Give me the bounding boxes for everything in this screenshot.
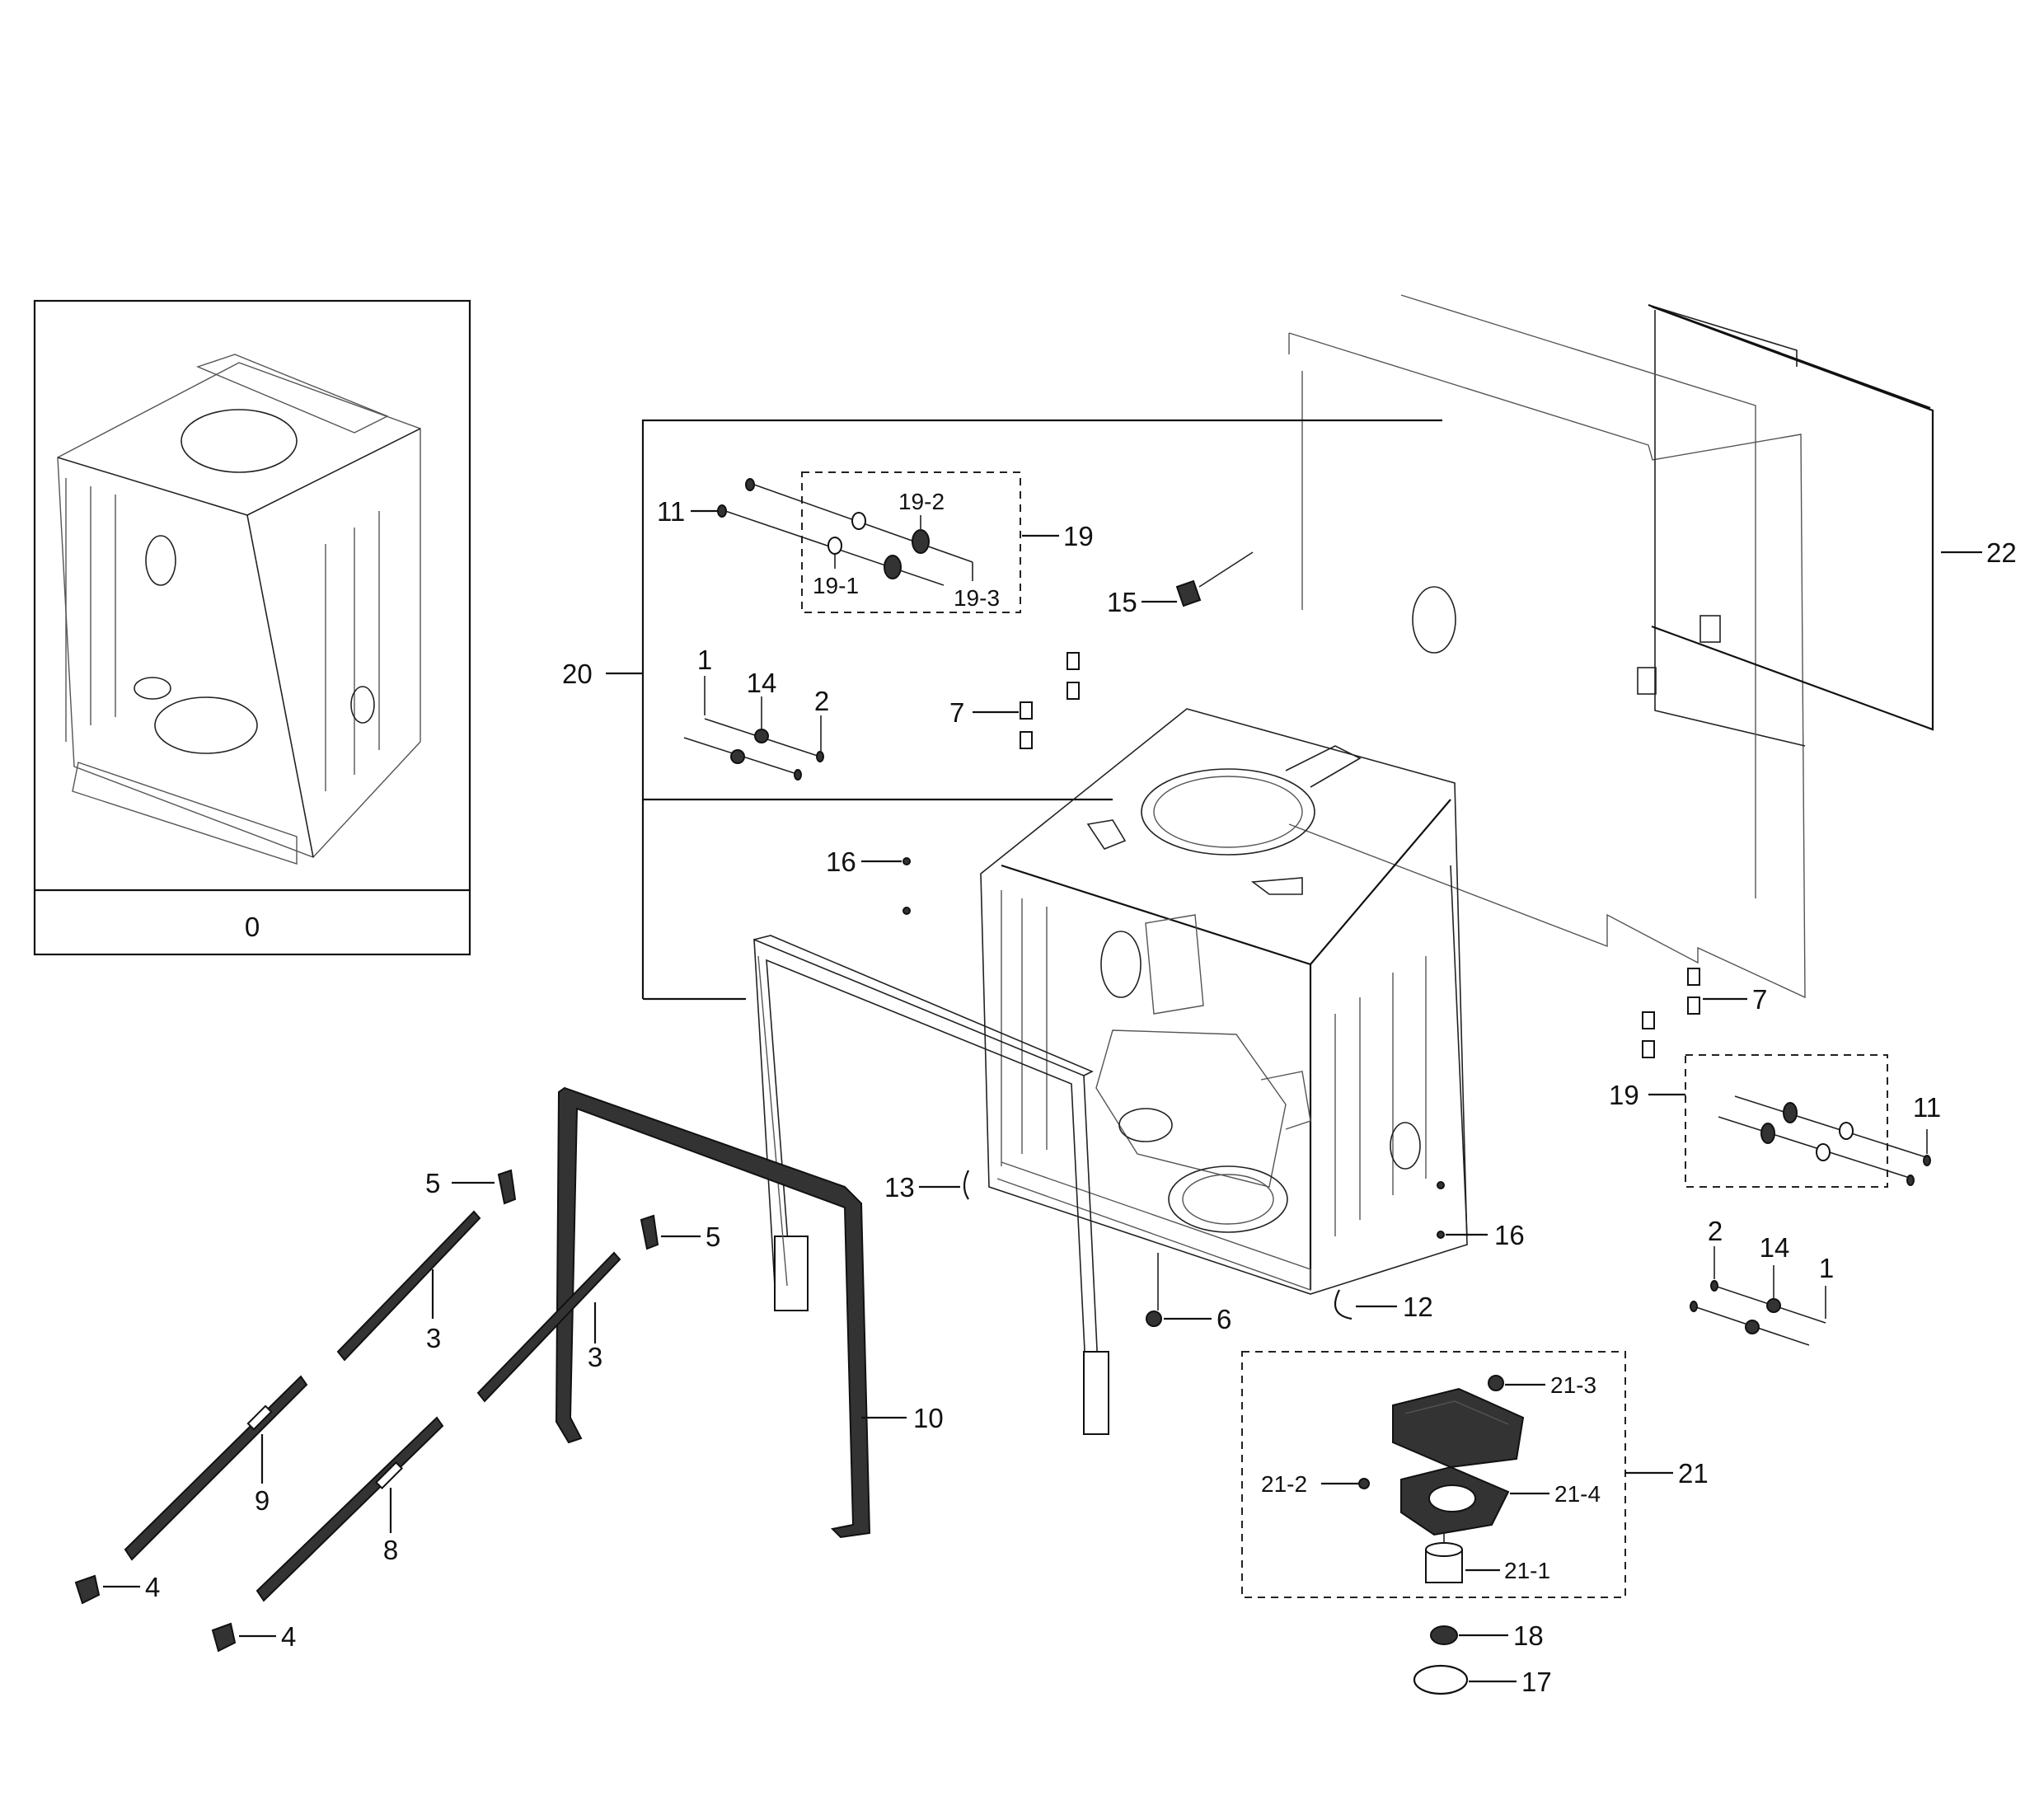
assembly-inset: 0 [33,299,471,956]
label-6: 6 [1217,1304,1231,1334]
label-11b: 11 [1913,1092,1941,1123]
label-13: 13 [884,1172,915,1203]
label-19-1: 19-1 [813,573,859,598]
label-21: 21 [1678,1458,1709,1489]
label-22: 22 [1986,537,2017,568]
part-4-cap-upper: 4 [74,1572,160,1605]
label-19-3: 19-3 [954,585,1000,611]
label-1a: 1 [697,645,712,675]
label-16b: 16 [1494,1220,1525,1250]
label-0: 0 [245,912,260,942]
part-12: 12 [1334,1289,1433,1322]
hardware-upper-1-14-2: 1 14 2 [683,645,829,781]
label-19b: 19 [1609,1080,1639,1110]
label-1b: 1 [1819,1253,1834,1283]
label-21-1: 21-1 [1504,1558,1550,1583]
part-3-rail-right: 3 [476,1251,621,1403]
part-7-lower: 7 [1642,968,1767,1058]
part-18: 18 [1430,1620,1544,1651]
label-4a: 4 [145,1572,160,1602]
label-21-2: 21-2 [1261,1471,1307,1497]
part-13: 13 [884,1170,969,1203]
part-4-cap-lower: 4 [211,1621,296,1653]
label-18: 18 [1513,1620,1544,1651]
main-tub [980,708,1468,1295]
hardware-lower-2-14-1: 2 14 1 [1690,1216,1834,1346]
label-17: 17 [1521,1667,1552,1697]
part-15: 15 [1107,551,1254,617]
inset-tub-drawing [57,354,421,865]
label-14b: 14 [1760,1232,1790,1263]
label-7b: 7 [1752,984,1767,1015]
label-15: 15 [1107,587,1137,617]
part-7-upper: 7 [949,652,1080,749]
part-16-right: 16 [1437,1181,1525,1250]
part-3-rail-left: 3 [336,1210,481,1362]
label-5b: 5 [706,1222,720,1252]
part-5-clip-left: 5 [425,1168,517,1205]
part-22-outer-panel [1288,294,1806,999]
label-16a: 16 [826,846,856,877]
group-19-upper: 19 11 19-2 19-1 19-3 [657,471,1094,613]
group-19-lower: 19 11 [1609,1054,1941,1188]
label-7a: 7 [949,697,964,728]
label-3b: 3 [588,1342,602,1372]
label-9: 9 [255,1485,270,1516]
part-10-gasket: 10 [555,1086,944,1539]
part-22-back-sheet [1648,303,1934,731]
group-21-pump: 21 21-3 21-4 21-2 21-1 [1241,1351,1709,1598]
label-21-4: 21-4 [1554,1481,1601,1507]
part-9-rail: 9 [124,1375,308,1561]
label-4b: 4 [281,1621,296,1652]
part-5-clip-right: 5 [640,1214,720,1252]
label-12: 12 [1403,1292,1433,1322]
part-8-rail: 8 [256,1416,444,1602]
label-8: 8 [383,1535,398,1565]
label-14a: 14 [747,668,777,698]
label-3a: 3 [426,1323,441,1353]
label-2b: 2 [1708,1216,1723,1246]
door-frame [753,935,1109,1435]
label-21-3: 21-3 [1550,1372,1596,1398]
part-17: 17 [1413,1664,1552,1697]
label-19a: 19 [1063,521,1094,551]
label-2a: 2 [814,686,829,716]
label-10: 10 [913,1403,944,1433]
bracket-20: 20 [562,419,1442,1001]
label-5a: 5 [425,1168,440,1198]
label-11a: 11 [657,496,685,527]
part-6: 6 [1146,1253,1231,1334]
label-20: 20 [562,659,593,689]
label-19-2: 19-2 [898,489,945,514]
part-16-left: 16 [826,846,911,915]
